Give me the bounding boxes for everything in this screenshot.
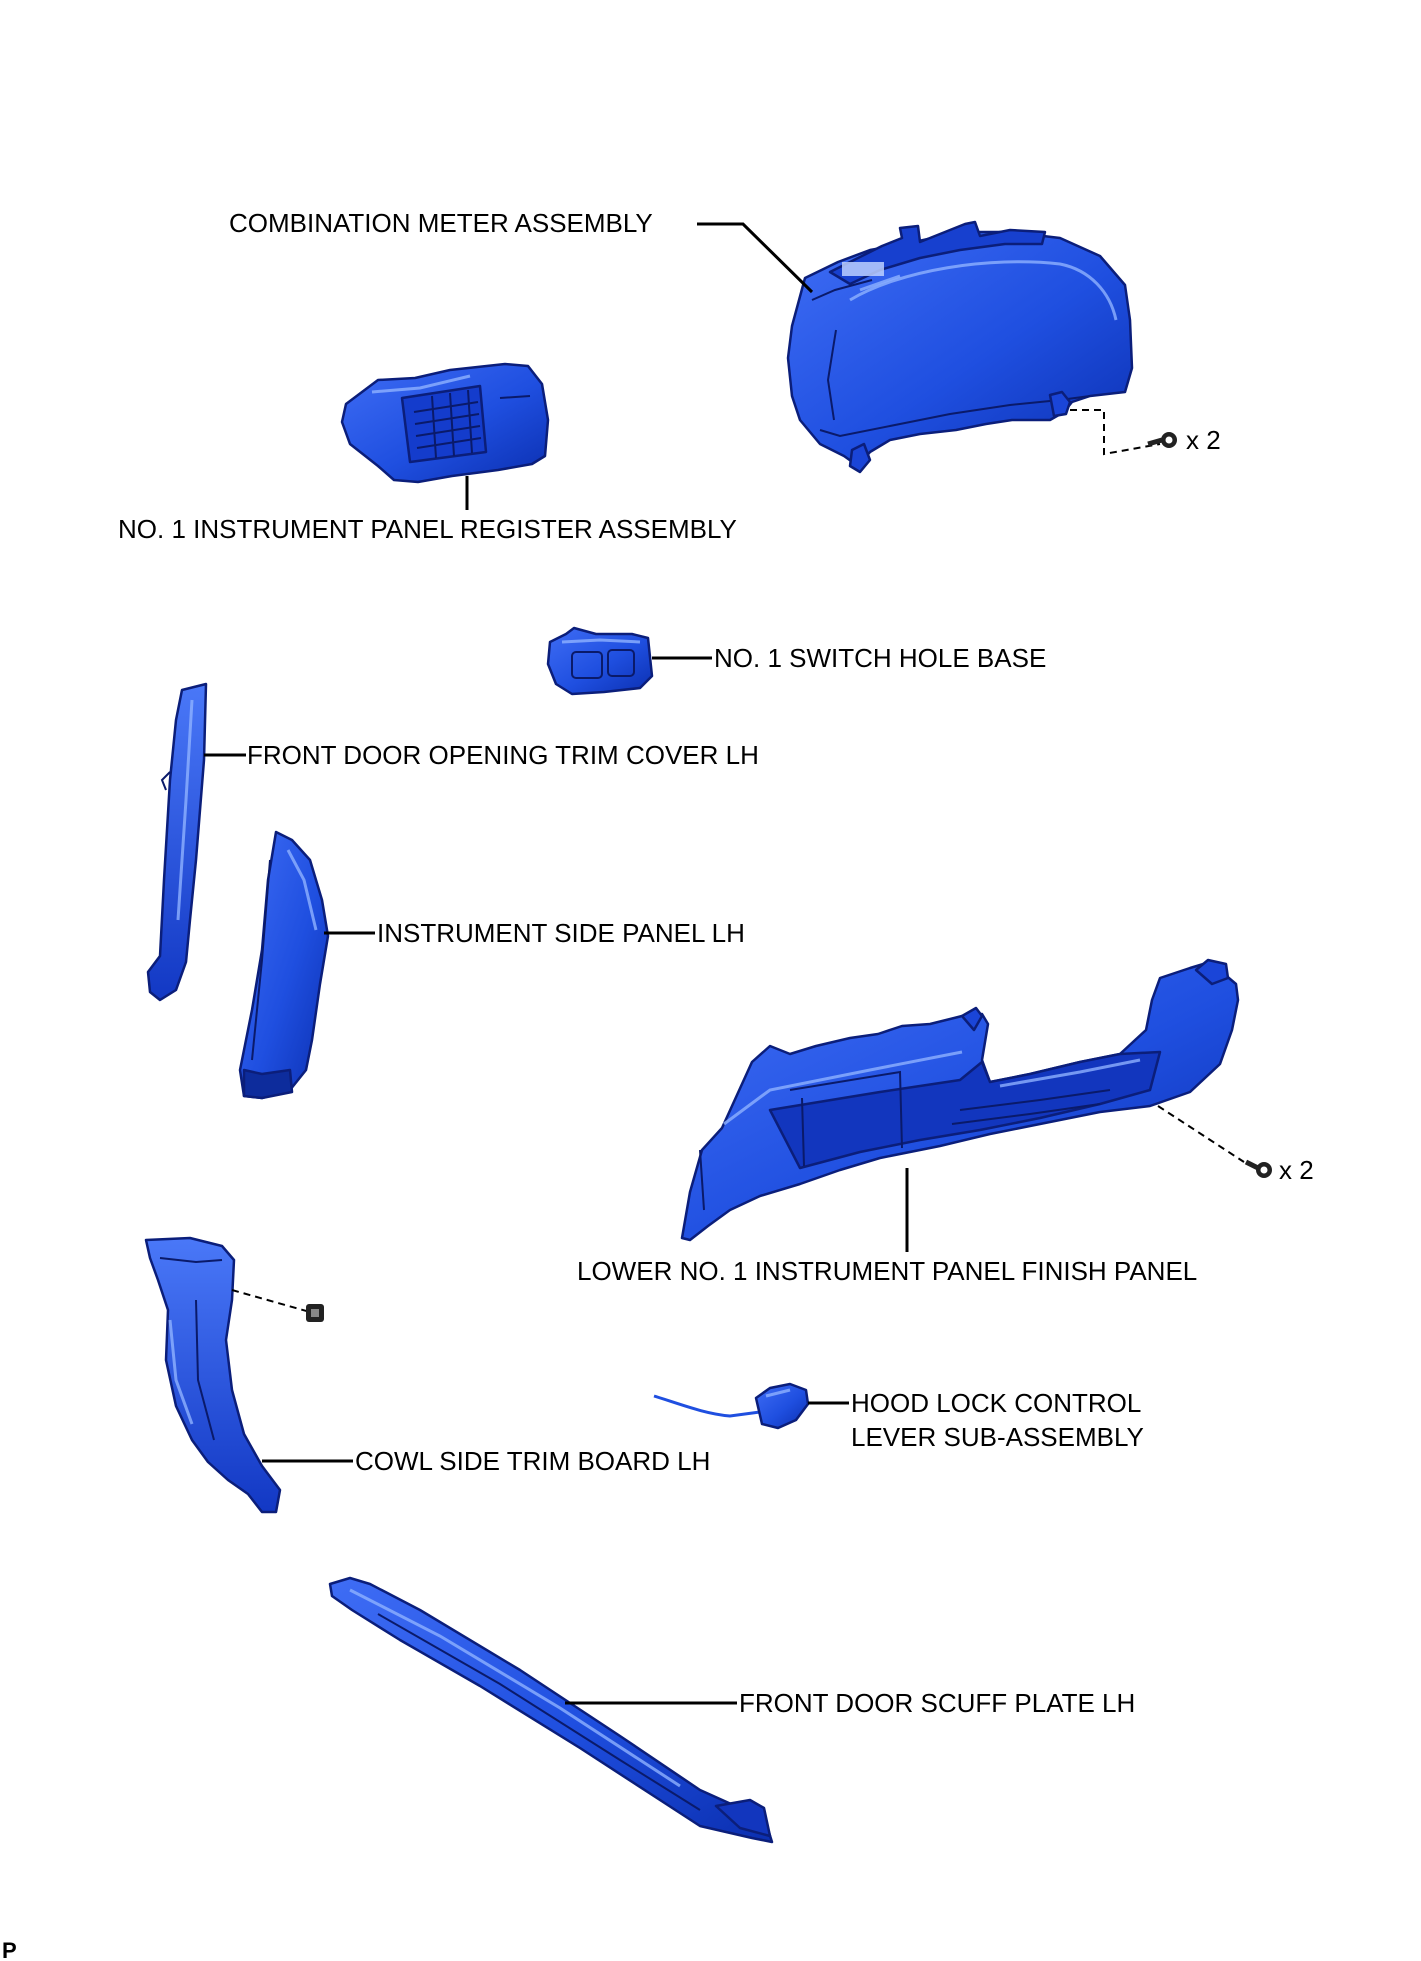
lower-finish-panel bbox=[680, 958, 1240, 1242]
meter-screw-dashed-leader bbox=[1070, 409, 1161, 456]
cowl-side-trim-label: COWL SIDE TRIM BOARD LH bbox=[355, 1446, 710, 1476]
register-label: NO. 1 INSTRUMENT PANEL REGISTER ASSEMBLY bbox=[118, 514, 737, 544]
meter-screw-quantity: x 2 bbox=[1186, 425, 1221, 455]
front-door-opening-trim-cover bbox=[146, 682, 208, 1002]
instrument-side-panel-label: INSTRUMENT SIDE PANEL LH bbox=[377, 918, 745, 948]
door-opening-trim-label: FRONT DOOR OPENING TRIM COVER LH bbox=[247, 740, 759, 770]
switch-hole-base-label: NO. 1 SWITCH HOLE BASE bbox=[714, 643, 1046, 673]
hood-lock-control-lever bbox=[653, 1382, 810, 1430]
panel-screw-dashed-leader bbox=[1157, 1105, 1245, 1163]
switch-hole-base bbox=[546, 626, 654, 696]
lower-finish-panel-label: LOWER NO. 1 INSTRUMENT PANEL FINISH PANE… bbox=[577, 1256, 1197, 1286]
combination-meter-label: COMBINATION METER ASSEMBLY bbox=[229, 208, 653, 238]
front-door-scuff-plate bbox=[328, 1576, 774, 1844]
cowl-side-trim-board bbox=[144, 1236, 282, 1514]
clip-icon bbox=[306, 1304, 324, 1322]
scuff-plate-label: FRONT DOOR SCUFF PLATE LH bbox=[739, 1688, 1135, 1718]
screw-icon bbox=[1147, 432, 1177, 448]
instrument-side-panel bbox=[238, 830, 330, 1100]
hood-lock-label-line2: LEVER SUB-ASSEMBLY bbox=[851, 1422, 1144, 1452]
instrument-panel-register bbox=[340, 362, 550, 484]
panel-screw-quantity: x 2 bbox=[1279, 1155, 1314, 1185]
combination-meter-assembly bbox=[786, 220, 1134, 474]
cowl-clip-dashed-leader bbox=[231, 1289, 311, 1313]
corner-mark: P bbox=[2, 1938, 17, 1961]
combination-meter-leader bbox=[697, 222, 814, 294]
hood-lock-label-line1: HOOD LOCK CONTROL bbox=[851, 1388, 1141, 1418]
screw-icon bbox=[1244, 1159, 1272, 1178]
